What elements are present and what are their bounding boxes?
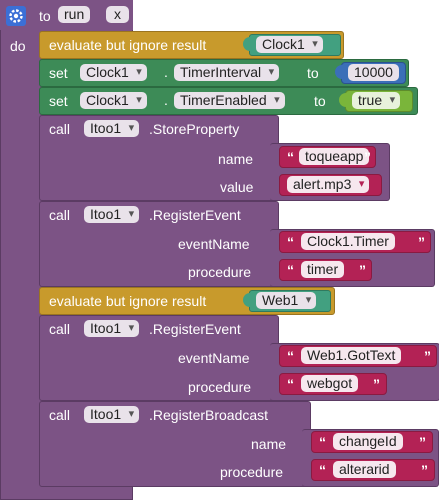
text-value-field[interactable]: Web1.GotText bbox=[301, 347, 402, 364]
open-quote: “ bbox=[319, 434, 326, 450]
arg-procedure-label: procedure bbox=[188, 379, 252, 395]
open-quote: “ bbox=[287, 348, 294, 364]
arg-procedure-label: procedure bbox=[220, 464, 284, 480]
call-component-dropdown[interactable]: Itoo1 bbox=[84, 320, 140, 337]
open-quote: “ bbox=[287, 234, 294, 250]
set-label: set bbox=[49, 93, 68, 109]
clock1-dropdown[interactable]: Clock1 bbox=[256, 36, 323, 53]
arg-name-label: name bbox=[251, 436, 287, 452]
procedure-to-label: to bbox=[39, 8, 51, 24]
asset-dropdown[interactable]: alert.mp3 bbox=[287, 176, 370, 193]
web1-dropdown[interactable]: Web1 bbox=[256, 292, 317, 309]
close-quote: ” bbox=[373, 376, 380, 392]
open-quote: “ bbox=[287, 376, 294, 392]
call-component-dropdown[interactable]: Itoo1 bbox=[84, 406, 140, 423]
procedure-name-field[interactable]: run bbox=[58, 6, 91, 23]
connector-notch bbox=[335, 65, 343, 79]
set-property-dropdown[interactable]: TimerEnabled bbox=[174, 92, 285, 109]
open-quote: “ bbox=[319, 462, 326, 478]
connector-notch bbox=[243, 293, 251, 307]
arg-procedure-label: procedure bbox=[188, 264, 252, 280]
procedure-do-label: do bbox=[10, 38, 26, 54]
open-quote: “ bbox=[287, 262, 294, 278]
arg-value-label: value bbox=[220, 179, 254, 195]
call-registerevent-web-block[interactable] bbox=[39, 315, 279, 401]
evaluate-ignore-label: evaluate but ignore result bbox=[49, 293, 207, 309]
close-quote: ” bbox=[421, 462, 428, 478]
set-property-dropdown[interactable]: TimerInterval bbox=[174, 64, 280, 81]
call-label: call bbox=[49, 207, 71, 223]
call-label: call bbox=[49, 121, 71, 137]
arg-eventname-label: eventName bbox=[178, 350, 250, 366]
boolean-dropdown[interactable]: true bbox=[352, 92, 401, 109]
call-method-label: .RegisterBroadcast bbox=[149, 407, 269, 423]
number-value-field[interactable]: 10000 bbox=[348, 64, 399, 81]
arg-eventname-label: eventName bbox=[178, 236, 250, 252]
connector-notch bbox=[339, 93, 347, 107]
to-label: to bbox=[314, 93, 326, 109]
dot-label: . bbox=[164, 64, 168, 80]
to-label: to bbox=[307, 65, 319, 81]
close-quote: ” bbox=[419, 434, 426, 450]
set-component-dropdown[interactable]: Clock1 bbox=[80, 64, 147, 81]
text-value-field[interactable]: webgot bbox=[301, 375, 359, 392]
evaluate-ignore-label: evaluate but ignore result bbox=[49, 37, 207, 53]
text-value-field[interactable]: toqueapp bbox=[299, 148, 370, 165]
close-quote: ” bbox=[418, 234, 425, 250]
call-label: call bbox=[49, 321, 71, 337]
gear-icon[interactable] bbox=[6, 6, 26, 26]
text-value-field[interactable]: changeId bbox=[333, 433, 403, 450]
call-method-label: .StoreProperty bbox=[149, 121, 240, 137]
call-label: call bbox=[49, 407, 71, 423]
call-storeproperty-block[interactable] bbox=[39, 115, 279, 201]
call-component-dropdown[interactable]: Itoo1 bbox=[84, 206, 140, 223]
set-component-dropdown[interactable]: Clock1 bbox=[80, 92, 147, 109]
arg-name-label: name bbox=[218, 151, 254, 167]
close-quote: ” bbox=[424, 348, 431, 364]
text-value-field[interactable]: timer bbox=[301, 261, 345, 278]
close-quote: ” bbox=[364, 149, 371, 165]
set-label: set bbox=[49, 65, 68, 81]
text-value-field[interactable]: alterarid bbox=[333, 461, 396, 478]
call-registerevent-block[interactable] bbox=[39, 201, 279, 287]
dot-label: . bbox=[164, 92, 168, 108]
connector-notch bbox=[243, 37, 251, 51]
call-component-dropdown[interactable]: Itoo1 bbox=[84, 120, 140, 137]
text-value-field[interactable]: Clock1.Timer bbox=[301, 233, 395, 250]
open-quote: “ bbox=[287, 149, 294, 165]
procedure-param-field[interactable]: x bbox=[106, 6, 129, 23]
call-method-label: .RegisterEvent bbox=[149, 321, 241, 337]
close-quote: ” bbox=[359, 262, 366, 278]
call-method-label: .RegisterEvent bbox=[149, 207, 241, 223]
